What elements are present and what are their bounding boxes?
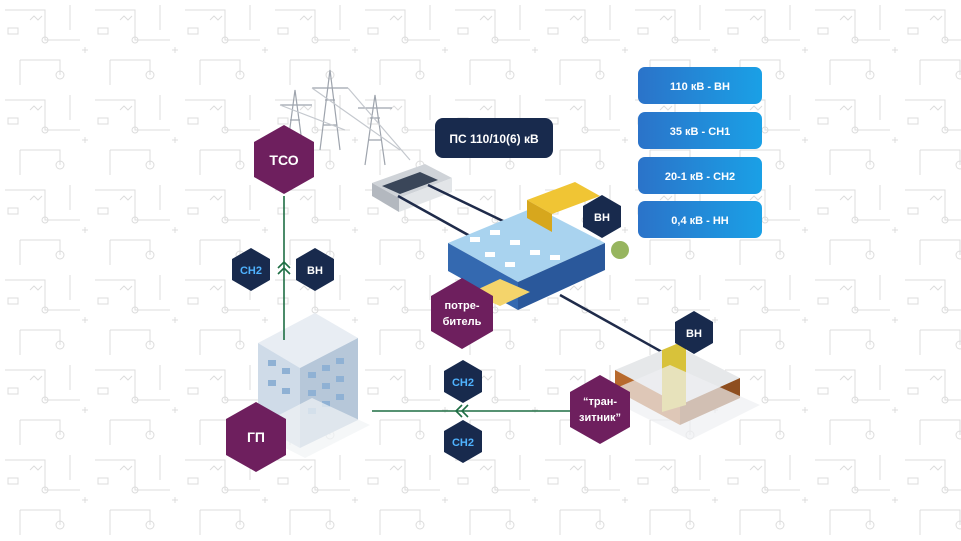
legend-item-sn1: 35 кВ - СН1 xyxy=(638,112,762,149)
badge-transit-sn2-bottom-label: СН2 xyxy=(452,437,474,449)
substation-label-box: ПС 110/10(6) кВ xyxy=(435,118,553,158)
voltage-legend: 110 кВ - ВН 35 кВ - СН1 20-1 кВ - СН2 0,… xyxy=(638,67,762,238)
badge-shop-vn: ВН xyxy=(675,311,713,354)
badge-transit-sn2-top-label: СН2 xyxy=(452,377,474,389)
node-gp: ГП xyxy=(226,402,286,472)
node-consumer-line2: битель xyxy=(443,316,482,328)
badge-shop-vn-label: ВН xyxy=(686,328,702,340)
badge-tso-sn2-label: СН2 xyxy=(240,265,262,277)
badge-factory-vn-label: ВН xyxy=(594,212,610,224)
legend-label-sn2: 20-1 кВ - СН2 xyxy=(665,171,735,183)
badge-transit-sn2-top: СН2 xyxy=(444,360,482,403)
legend-item-sn2: 20-1 кВ - СН2 xyxy=(638,157,762,194)
node-transit-line2: зитник” xyxy=(579,412,621,424)
badge-transit-sn2-bottom: СН2 xyxy=(444,420,482,463)
badge-tso-vn-label: ВН xyxy=(307,265,323,277)
legend-item-nn: 0,4 кВ - НН xyxy=(638,201,762,238)
legend-label-nn: 0,4 кВ - НН xyxy=(671,215,729,227)
node-tso-label: ТСО xyxy=(269,152,298,168)
node-gp-label: ГП xyxy=(247,429,265,445)
shop-illustration xyxy=(600,340,760,440)
legend-label-sn1: 35 кВ - СН1 xyxy=(670,126,731,138)
node-consumer-line1: потре- xyxy=(445,300,480,312)
power-lines xyxy=(397,183,681,364)
node-transit: “тран- зитник” xyxy=(570,375,630,444)
node-consumer: потре- битель xyxy=(431,278,493,349)
legend-item-vn: 110 кВ - ВН xyxy=(638,67,762,104)
badge-factory-vn: ВН xyxy=(583,195,621,238)
flow-line-transit-to-gp xyxy=(372,404,573,418)
badge-tso-vn: ВН xyxy=(296,248,334,291)
flow-line-gp-to-tso xyxy=(277,196,291,340)
node-tso: ТСО xyxy=(254,125,314,194)
legend-label-vn: 110 кВ - ВН xyxy=(670,81,730,93)
badge-tso-sn2: СН2 xyxy=(232,248,270,291)
node-transit-line1: “тран- xyxy=(583,396,617,408)
substation-label: ПС 110/10(6) кВ xyxy=(449,132,539,146)
